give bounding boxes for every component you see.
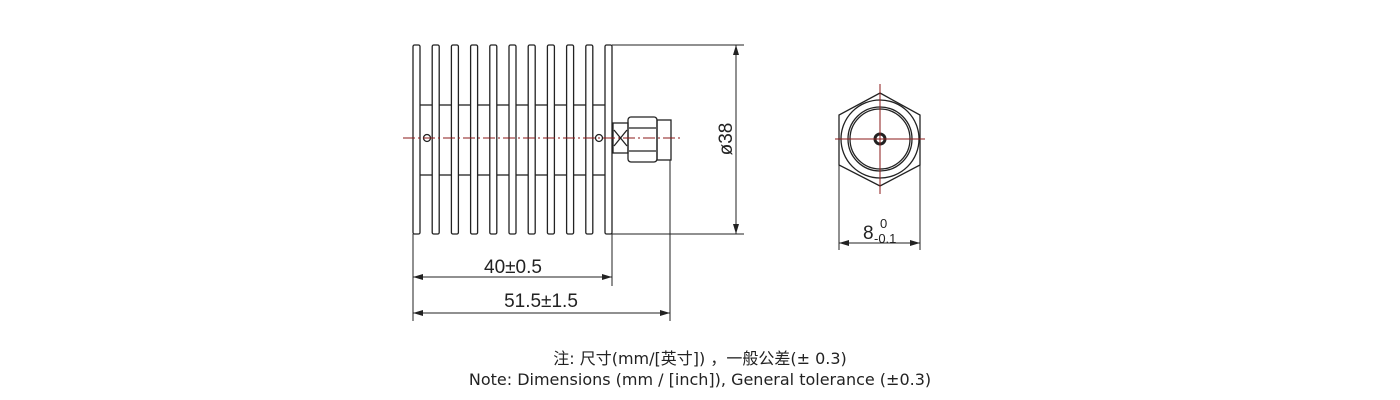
- front-view: [835, 84, 925, 250]
- fin: [450, 44, 460, 235]
- diameter-label: ø38: [716, 123, 737, 156]
- screw-right: [594, 133, 604, 143]
- dimension-lines: [412, 44, 744, 321]
- fin: [604, 44, 613, 235]
- fin: [527, 44, 536, 235]
- fin: [585, 44, 594, 235]
- fin: [431, 44, 440, 235]
- total-length-label: 51.5±1.5: [504, 291, 578, 312]
- note-chinese: 注: 尺寸(mm/[英寸]) ，一般公差(± 0.3): [553, 349, 847, 368]
- connector: [612, 116, 672, 163]
- fin: [489, 44, 498, 235]
- fin: [546, 44, 556, 235]
- fin: [565, 44, 575, 235]
- hex-upper-tolerance: 0: [880, 216, 887, 231]
- fin: [508, 44, 517, 235]
- hex-lower-tolerance: -0.1: [874, 231, 896, 246]
- note-english: Note: Dimensions (mm / [inch]), General …: [468, 370, 932, 389]
- hex-size-label: 8: [863, 223, 874, 244]
- body-length-label: 40±0.5: [484, 257, 542, 278]
- heatsink-core: [420, 104, 605, 176]
- fin: [469, 44, 479, 235]
- heatsink-fins: [412, 44, 613, 235]
- side-view: [403, 44, 744, 321]
- fin: [412, 44, 421, 235]
